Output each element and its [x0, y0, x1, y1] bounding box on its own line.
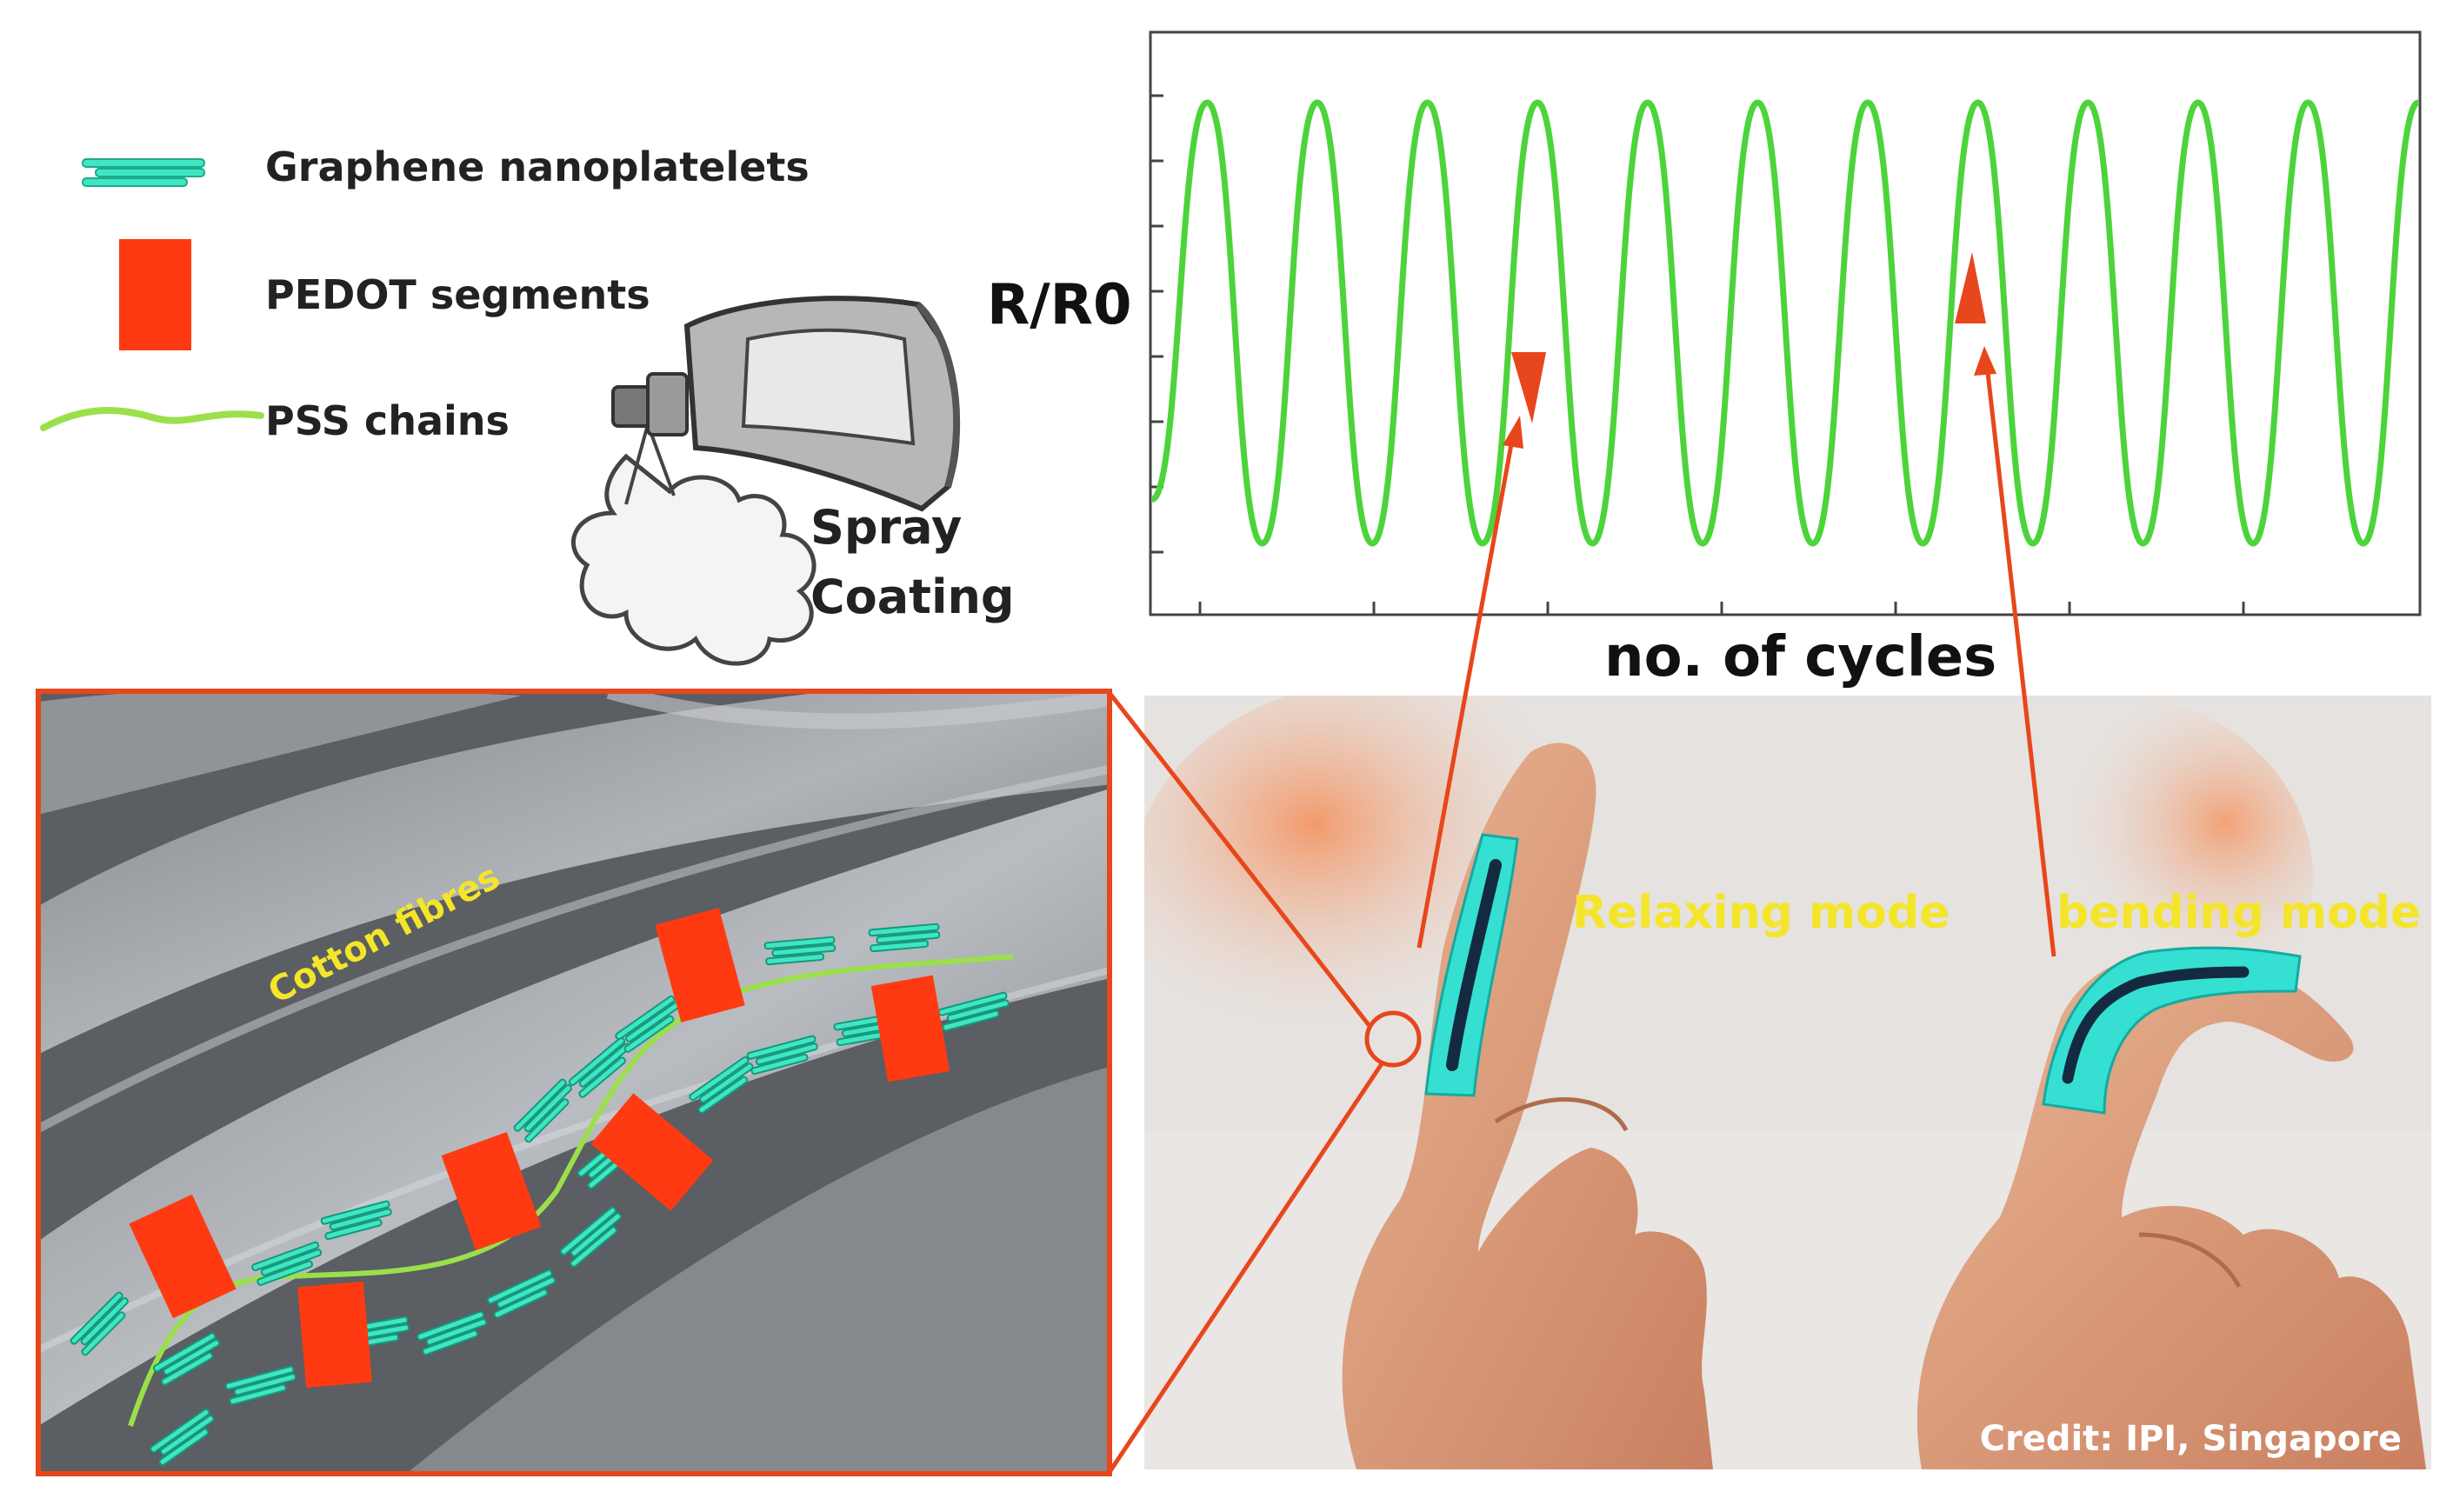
bending-mode-label: bending mode — [2056, 887, 2421, 939]
chart-x-label: no. of cycles — [1604, 625, 1996, 689]
bend-up-marker — [1955, 252, 1986, 323]
bend-arrow-head — [1974, 346, 1996, 376]
bending-sensor — [2042, 946, 2302, 1115]
zoom-connector-top — [1108, 691, 1371, 1028]
spray-label-line2: Coating — [810, 569, 1015, 624]
relax-arrow-line — [1416, 434, 1516, 949]
graphene-legend-label: Graphene nanoplatelets — [265, 143, 810, 190]
relaxing-mode-label: Relaxing mode — [1572, 887, 1950, 939]
sem-inset: Cotton fibres — [36, 689, 1112, 1476]
chart-series-line — [1150, 99, 2420, 547]
zoom-circle — [1364, 1010, 1422, 1068]
pss-legend-icon — [40, 407, 264, 431]
relax-arrow-head — [1503, 416, 1523, 449]
connectors — [1107, 364, 2056, 1474]
pedot-legend-label: PEDOT segments — [265, 271, 650, 318]
resistance-chart: R/R0 no. of cycles — [987, 30, 2422, 689]
pedot-segments — [129, 908, 950, 1389]
credit-label: Credit: IPI, Singapore — [1980, 1419, 2402, 1459]
finger-photo: Relaxing mode bending mode Credit: IPI, … — [1144, 696, 2431, 1469]
zoom-connector-bottom — [1107, 1061, 1385, 1474]
left-hand — [1342, 743, 1713, 1469]
relax-down-marker — [1511, 352, 1546, 423]
spray-label-line1: Spray — [810, 500, 962, 555]
pss-legend-label: PSS chains — [265, 397, 510, 444]
bend-arrow-line — [1984, 364, 2056, 957]
inset-frame — [36, 689, 1112, 1476]
graphene-legend-icon — [82, 158, 205, 187]
chart-x-ticks — [1198, 602, 2245, 615]
chart-y-label: R/R0 — [987, 273, 1131, 337]
right-hand — [1916, 951, 2426, 1469]
pedot-legend-icon — [119, 239, 191, 350]
spray-can-icon — [570, 296, 961, 666]
legend: Graphene nanoplatelets PEDOT segments PS… — [40, 143, 810, 444]
